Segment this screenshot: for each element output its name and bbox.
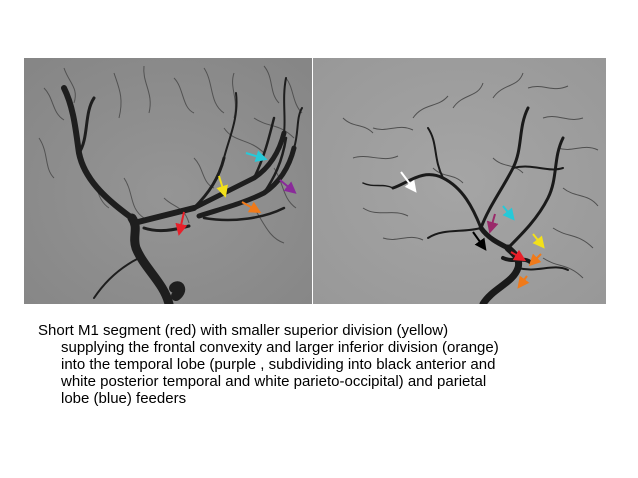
angiogram-left-panel bbox=[24, 58, 312, 304]
caption-line-5: lobe (blue) feeders bbox=[61, 390, 187, 407]
cyan-arrow-left bbox=[245, 150, 268, 162]
cyan-arrow-right bbox=[502, 205, 515, 221]
angiogram-right-image bbox=[313, 58, 606, 304]
orange-arrow-left bbox=[241, 201, 262, 213]
black-arrow-right bbox=[472, 231, 487, 251]
purple-arrow-right bbox=[486, 213, 499, 234]
angiogram-right-panel bbox=[313, 58, 606, 304]
white-arrow-right bbox=[400, 171, 417, 193]
figure-caption: Short M1 segment (red) with smaller supe… bbox=[38, 322, 598, 407]
red-arrow-left bbox=[175, 211, 188, 236]
orange-arrow-right-2 bbox=[517, 275, 530, 289]
caption-line-3: into the temporal lobe (purple , subdivi… bbox=[61, 356, 496, 373]
yellow-arrow-left bbox=[216, 175, 228, 198]
red-arrow-right bbox=[510, 249, 527, 262]
yellow-arrow-right bbox=[532, 233, 545, 249]
angiogram-left-image bbox=[24, 58, 312, 304]
angiogram-figure bbox=[24, 58, 606, 304]
caption-line-2: supplying the frontal convexity and larg… bbox=[61, 339, 499, 356]
purple-arrow-left bbox=[279, 179, 297, 194]
caption-line-1: Short M1 segment (red) with smaller supe… bbox=[38, 322, 449, 339]
orange-arrow-right-1 bbox=[528, 253, 542, 267]
caption-line-4: white posterior temporal and white parie… bbox=[61, 373, 487, 390]
